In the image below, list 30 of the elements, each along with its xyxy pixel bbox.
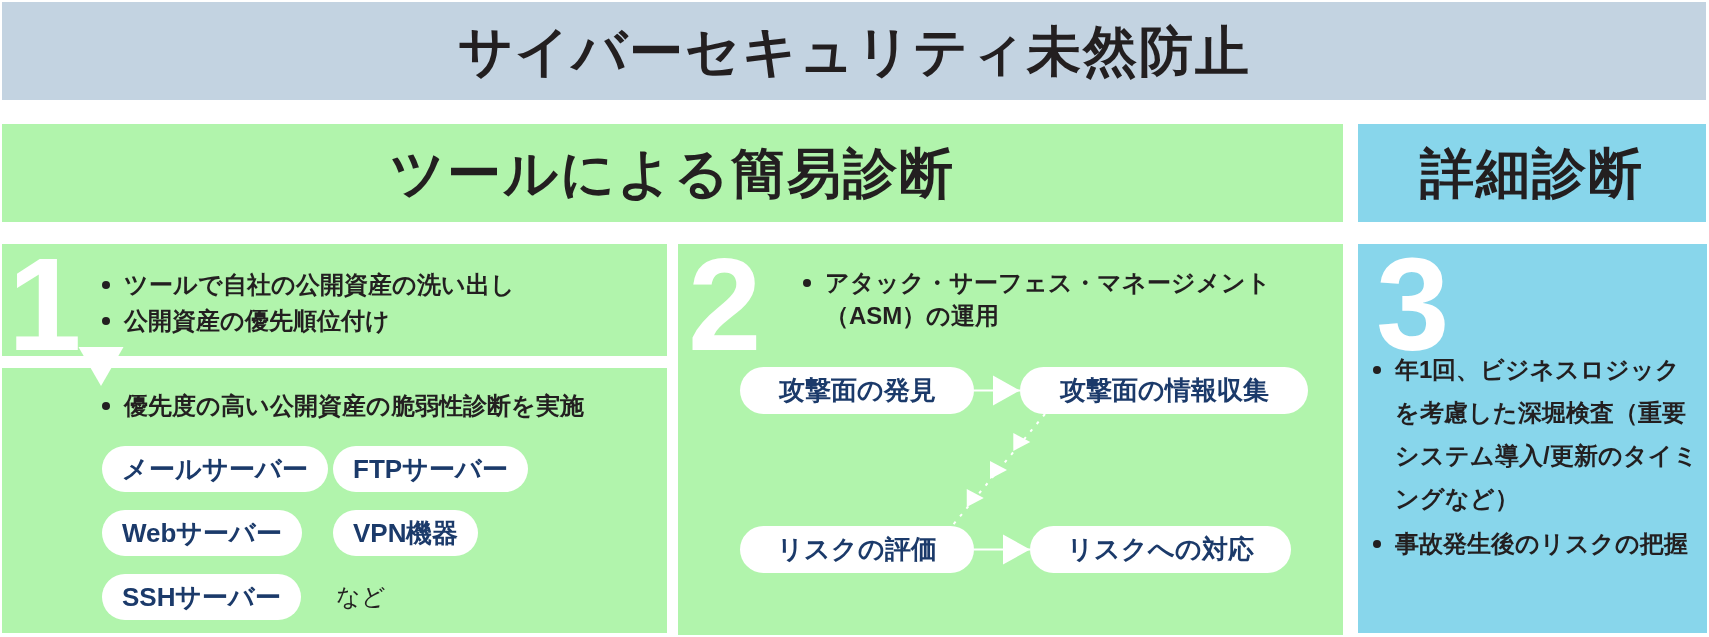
section-heading: ツールによる簡易診断 xyxy=(390,141,955,205)
process-step-pill: 攻撃面の発見 xyxy=(740,367,974,414)
process-step-pill: リスクへの対応 xyxy=(1030,526,1291,573)
asset-pill: SSHサーバー xyxy=(102,574,302,620)
step-panel xyxy=(2,244,667,356)
step-number: 2 xyxy=(688,246,762,365)
process-step-pill: リスクの評価 xyxy=(740,526,974,573)
step-panel xyxy=(2,368,667,633)
arrow xyxy=(951,413,1046,527)
arrow xyxy=(973,534,1031,565)
bullet-item: 優先度の高い公開資産の脆弱性診断を実施 xyxy=(98,389,658,422)
asset-pill: メールサーバー xyxy=(102,446,328,492)
arrow xyxy=(973,375,1021,406)
process-step-pill: 攻撃面の情報収集 xyxy=(1020,367,1308,414)
title: サイバーセキュリティ未然防止 xyxy=(457,19,1251,83)
step-panel xyxy=(1358,244,1707,633)
bullet-item: 事故発生後のリスクの把握 xyxy=(1369,522,1699,565)
arrow xyxy=(78,347,124,386)
bullet-item: アタック・サーフェス・マネージメント（ASM）の運用 xyxy=(799,266,1299,332)
asset-pill: VPN機器 xyxy=(333,510,479,556)
asset-pill: Webサーバー xyxy=(102,510,303,556)
section-header xyxy=(2,124,1343,222)
bullet-item: 公開資産の優先順位付け xyxy=(98,304,638,337)
asset-pill: FTPサーバー xyxy=(333,446,529,492)
step-number: 1 xyxy=(8,246,82,365)
note-text: など xyxy=(336,582,386,612)
section-heading: 詳細診断 xyxy=(1420,141,1644,205)
bullet-item: ツールで自社の公開資産の洗い出し xyxy=(98,268,638,301)
section-header xyxy=(1358,124,1706,222)
step-panel xyxy=(678,244,1343,635)
